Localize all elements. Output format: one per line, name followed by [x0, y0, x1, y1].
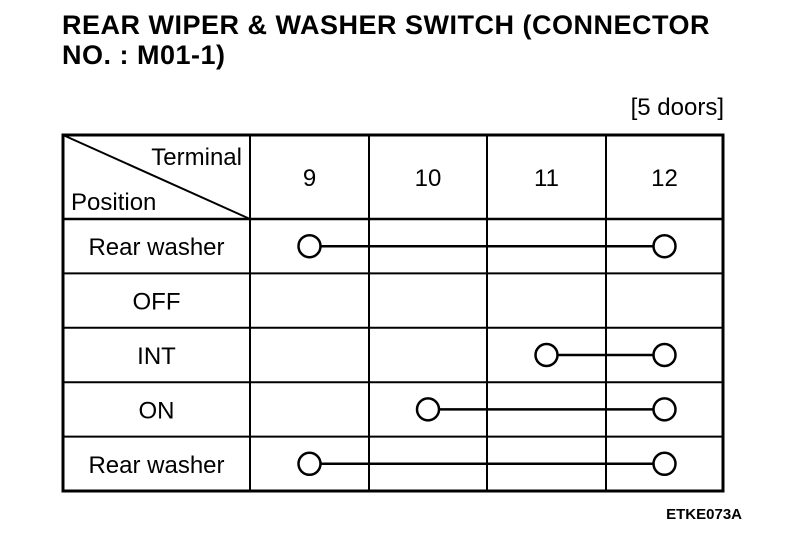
terminal-header: 11	[534, 165, 559, 192]
terminal-connection-dot	[534, 342, 559, 368]
position-label: ON	[139, 397, 175, 424]
terminal-connection-dot	[415, 397, 441, 422]
terminal-connection-dot	[297, 233, 322, 259]
position-label: OFF	[133, 289, 181, 316]
terminal-header: 9	[303, 165, 316, 192]
corner-label-terminal: Terminal	[151, 144, 242, 171]
terminal-connection-dot	[652, 397, 677, 422]
terminal-connection-dot	[652, 451, 677, 477]
position-label: Rear washer	[88, 452, 224, 479]
table-grid	[61, 133, 725, 493]
diagram-title: REAR WIPER & WASHER SWITCH (CONNECTOR NO…	[62, 10, 711, 70]
terminal-connection-dot	[652, 342, 677, 368]
corner-diagonal	[62, 134, 251, 220]
corner-label-position: Position	[71, 189, 156, 216]
terminal-connection-dot	[652, 233, 677, 259]
position-label: INT	[137, 343, 176, 370]
terminal-connection-dot	[297, 451, 322, 477]
position-label: Rear washer	[88, 234, 224, 261]
figure-code: ETKE073A	[666, 506, 742, 523]
vehicle-variant-label: [5 doors]	[630, 94, 724, 121]
terminal-header: 12	[651, 165, 678, 192]
table-border	[61, 133, 725, 493]
terminal-header: 10	[415, 165, 442, 192]
